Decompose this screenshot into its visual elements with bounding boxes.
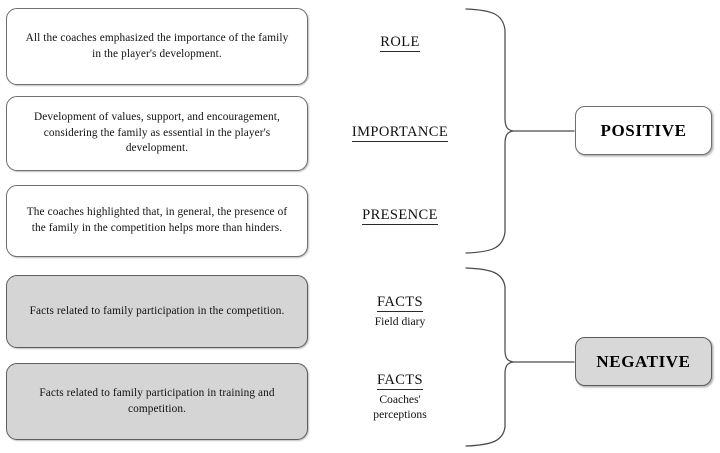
category-sublabel: Coaches' perceptions <box>373 393 427 422</box>
brace-positive-icon <box>465 8 575 254</box>
statement-box-role: All the coaches emphasized the importanc… <box>6 8 308 85</box>
outcome-label: NEGATIVE <box>596 351 691 371</box>
outcome-label: POSITIVE <box>600 120 687 140</box>
statement-text: Development of values, support, and enco… <box>34 111 280 155</box>
statement-text: The coaches highlighted that, in general… <box>26 206 288 234</box>
category-facts-field-diary: FACTS Field diary <box>320 293 480 329</box>
statement-box-importance: Development of values, support, and enco… <box>6 96 308 171</box>
category-sublabel: Field diary <box>374 315 426 329</box>
statement-box-facts-training: Facts related to family participation in… <box>6 363 308 440</box>
statement-box-facts-competition: Facts related to family participation in… <box>6 275 308 348</box>
statement-text: All the coaches emphasized the importanc… <box>25 31 289 60</box>
category-label: FACTS <box>376 372 424 391</box>
statement-box-presence: The coaches highlighted that, in general… <box>6 185 308 257</box>
statement-text: Facts related to family participation in… <box>29 304 285 317</box>
category-importance: IMPORTANCE <box>320 123 480 143</box>
category-label: ROLE <box>380 34 420 53</box>
brace-negative-icon <box>465 267 575 447</box>
outcome-box-negative: NEGATIVE <box>575 337 712 386</box>
category-role: ROLE <box>320 33 480 53</box>
statement-text: Facts related to family participation in… <box>39 386 275 415</box>
category-label: IMPORTANCE <box>351 124 449 143</box>
category-label: PRESENCE <box>362 207 438 226</box>
category-facts-coaches-perceptions: FACTS Coaches' perceptions <box>320 371 480 423</box>
outcome-box-positive: POSITIVE <box>575 106 712 155</box>
category-label: FACTS <box>376 294 424 313</box>
category-presence: PRESENCE <box>320 206 480 226</box>
